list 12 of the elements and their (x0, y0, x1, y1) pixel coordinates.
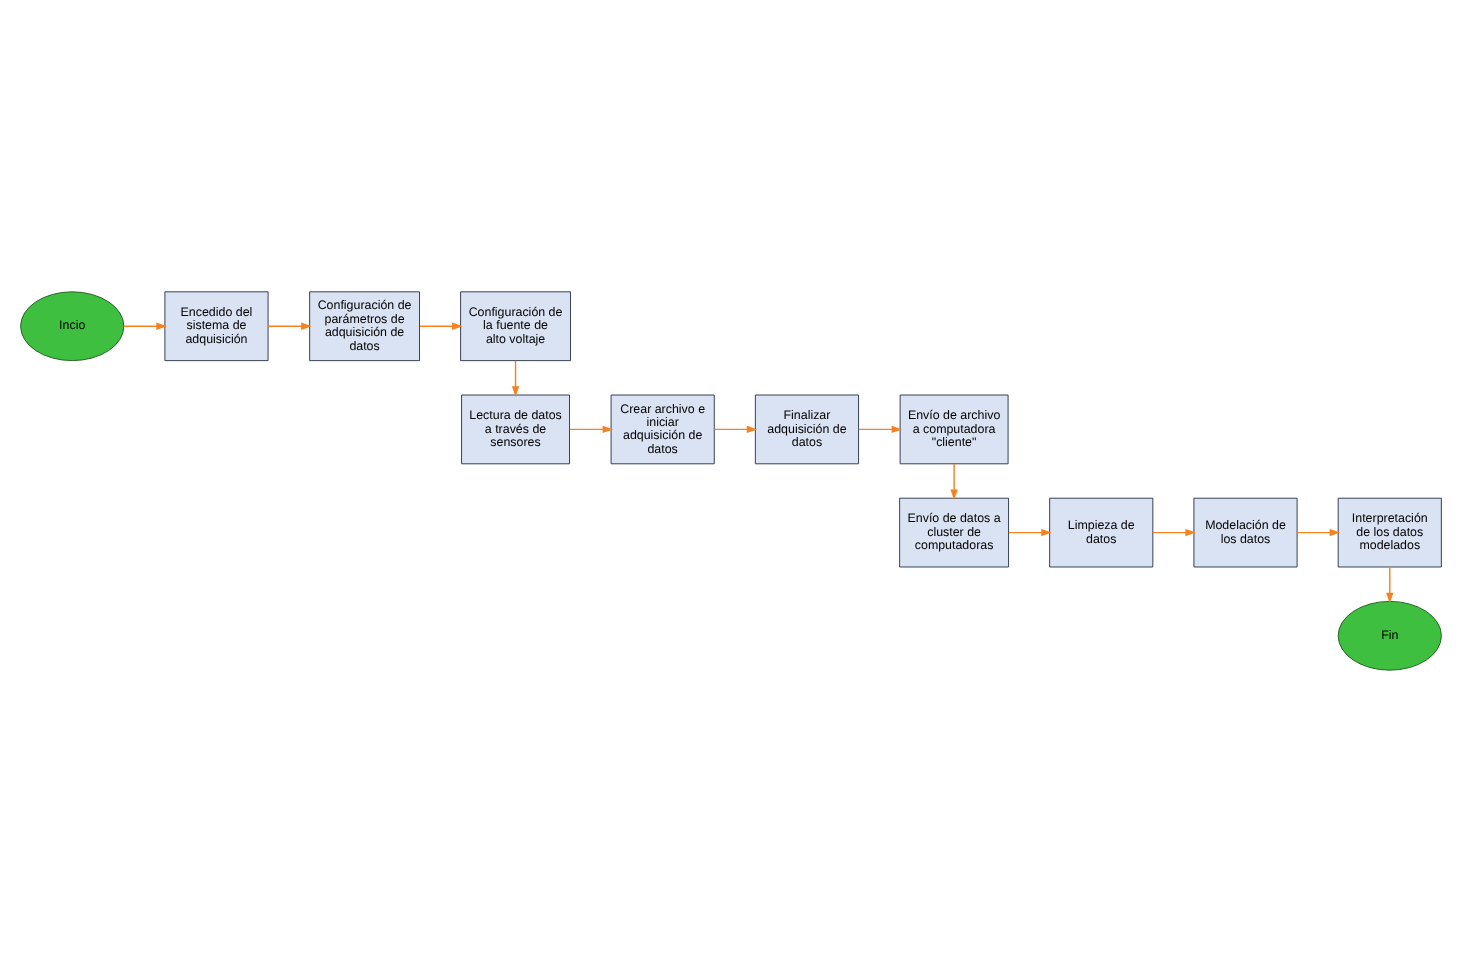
arrow (1008, 528, 1052, 537)
arrow (267, 322, 312, 330)
arrow (419, 322, 463, 330)
arrow (713, 425, 758, 434)
arrow (569, 425, 614, 434)
arrow (1296, 528, 1341, 537)
arrow (1152, 528, 1196, 537)
arrow (1386, 566, 1394, 604)
arrow (123, 322, 167, 330)
arrow (950, 463, 958, 501)
arrow (511, 360, 520, 397)
arrow (858, 425, 903, 434)
